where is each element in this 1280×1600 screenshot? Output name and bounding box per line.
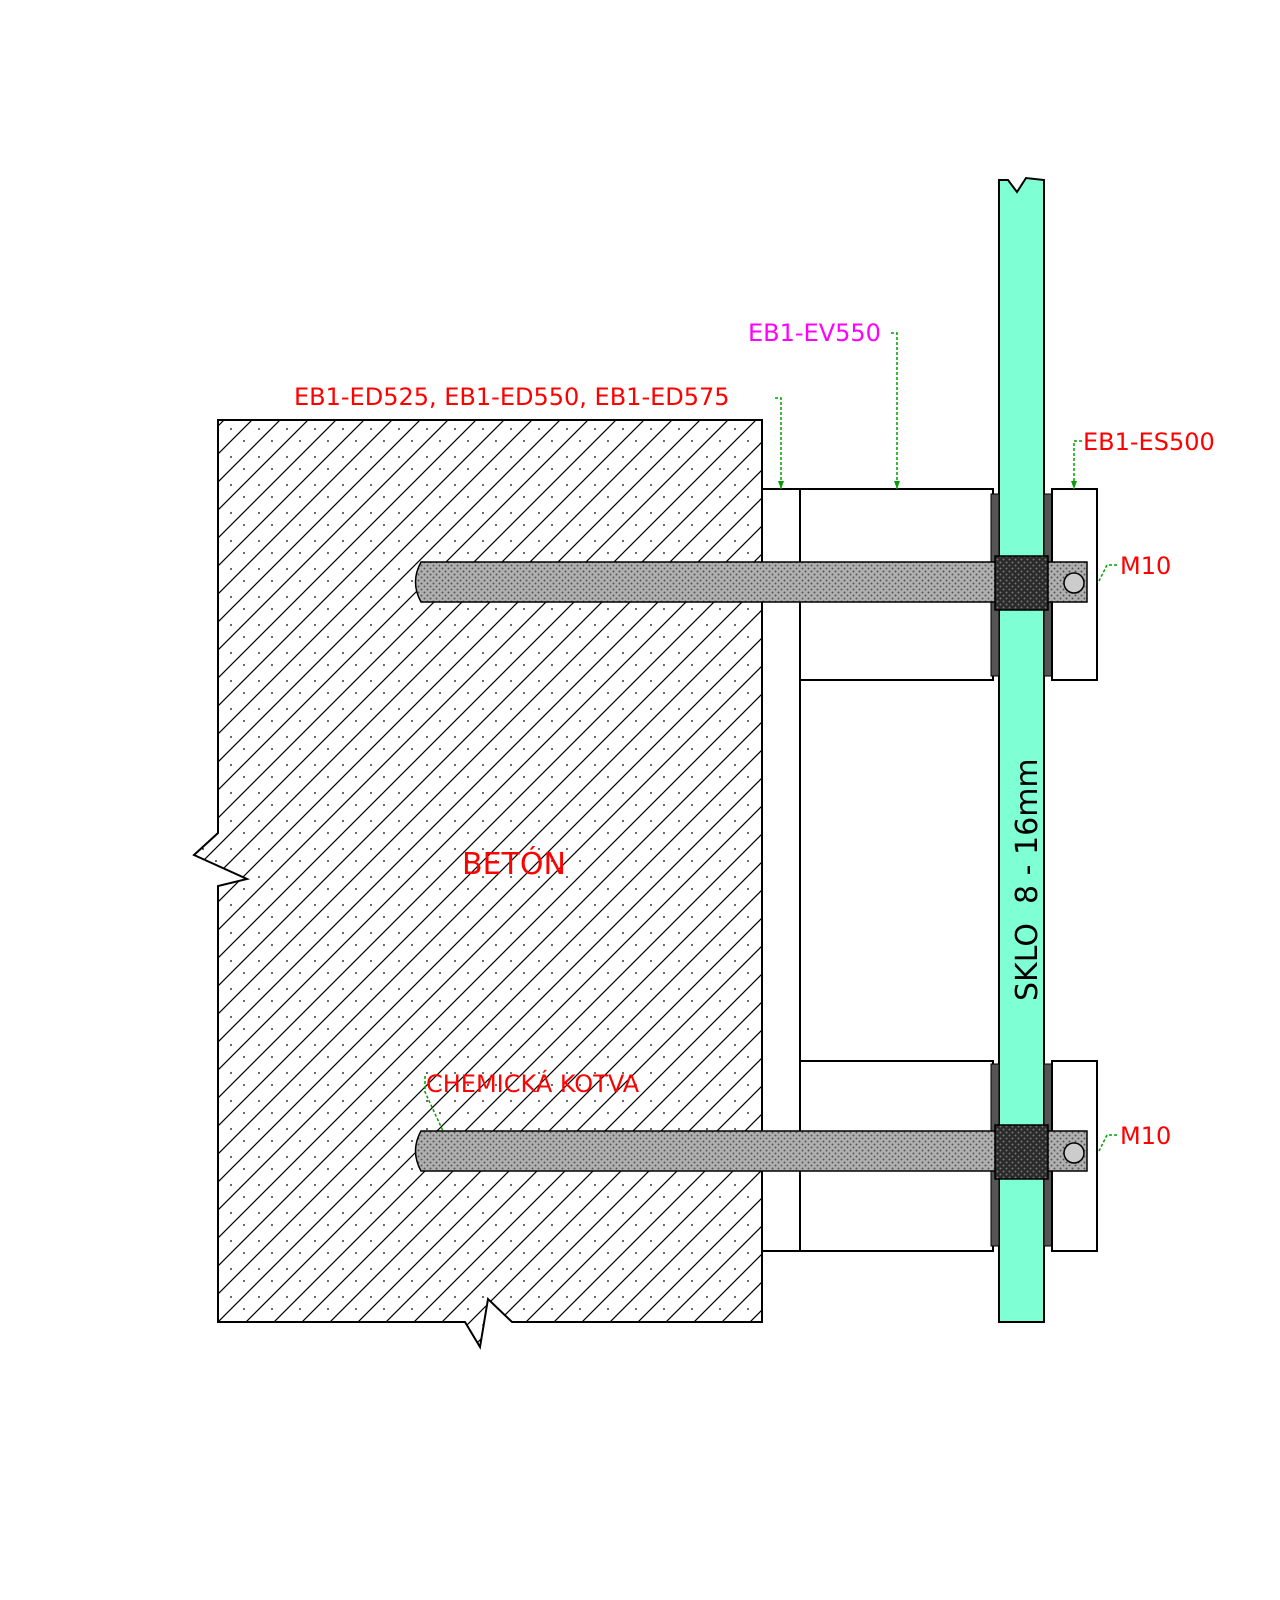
leader-thread-bottom [1097, 1134, 1117, 1154]
label-anchor: CHEMICKÁ KOTVA [426, 1069, 640, 1098]
glass-sleeve-bottom [994, 1124, 1049, 1180]
label-standoff: EB1-EV550 [748, 319, 881, 347]
leader-standoff [891, 332, 898, 489]
label-cap: EB1-ES500 [1083, 428, 1215, 456]
leader-thread-top [1097, 564, 1117, 584]
glass-sleeve-top [994, 555, 1049, 611]
concrete-block [192, 419, 763, 1350]
rod-end-bottom [1063, 1142, 1085, 1164]
label-concrete: BETÓN [462, 845, 566, 882]
threaded-rod-bottom [414, 1130, 1088, 1172]
spacer-disc [761, 488, 801, 1252]
leader-cap [1073, 440, 1082, 489]
rod-end-top [1063, 572, 1085, 594]
label-glass: SKLO 8 - 16mm [1010, 758, 1045, 1001]
threaded-rod-top [414, 561, 1088, 603]
leader-anchor [424, 1076, 444, 1132]
glass-pane [998, 176, 1045, 1323]
leader-spacers [775, 397, 782, 489]
leader-arrow-standoff [894, 481, 900, 489]
leader-arrow-spacers [778, 481, 784, 489]
label-spacers: EB1-ED525, EB1-ED550, EB1-ED575 [294, 383, 730, 411]
label-thread-top: M10 [1120, 552, 1171, 580]
leader-arrow-cap [1071, 481, 1077, 489]
label-thread-bottom: M10 [1120, 1122, 1171, 1150]
